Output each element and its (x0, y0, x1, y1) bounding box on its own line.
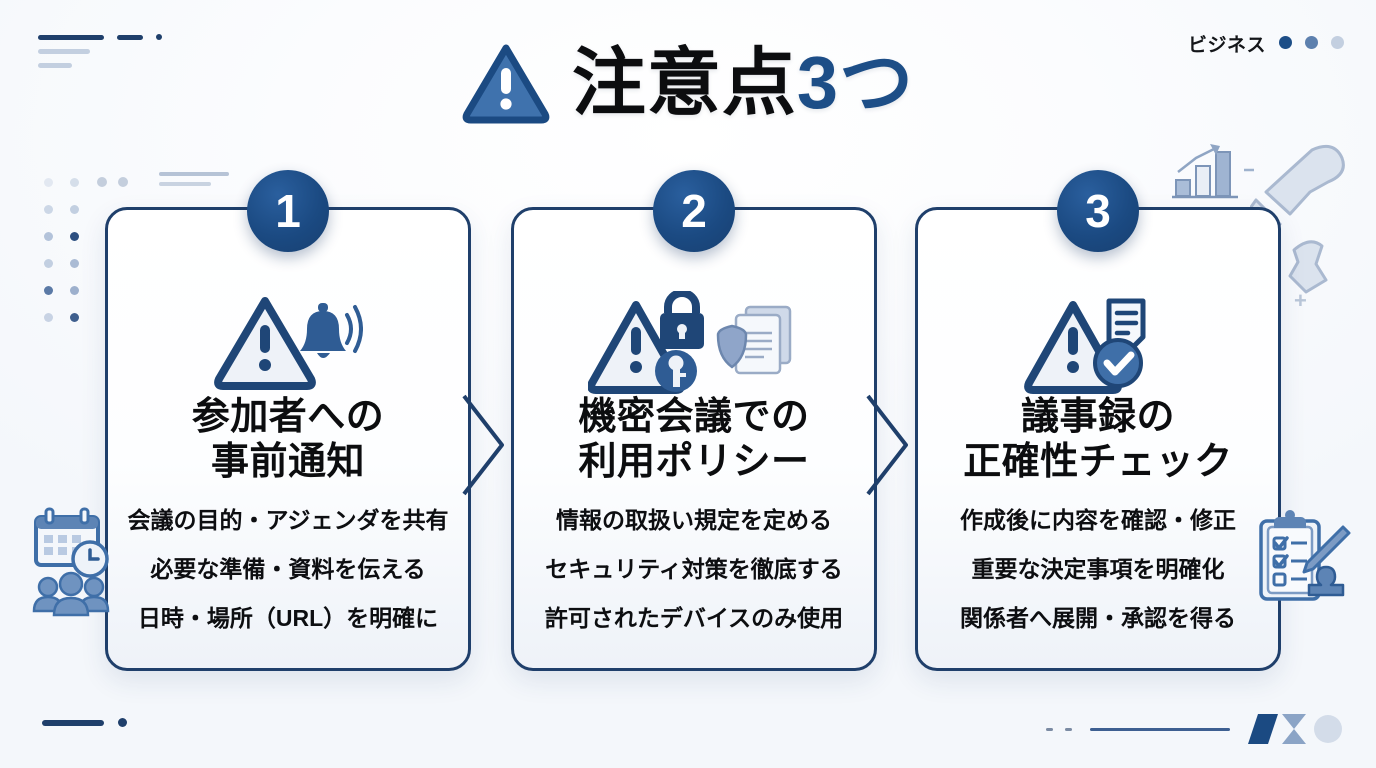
top-note-decoration (97, 172, 229, 192)
card-1-title-line1: 参加者への (191, 396, 385, 438)
card-1[interactable]: 1 参加者への 事前通知 会議の目的・アジェンダを (105, 170, 471, 671)
header-dots (1279, 36, 1344, 49)
bar-chart-growth-icon (1172, 144, 1254, 199)
card-2-icon (514, 288, 874, 398)
chevron-connector-1-2 (462, 394, 504, 496)
card-2-number-badge: 2 (653, 170, 735, 252)
title-count: 3つ (796, 41, 915, 124)
lock-icon (660, 291, 704, 349)
card-2-bullet-3: 許可されたデバイスのみ使用 (544, 605, 844, 631)
card-1-title-line2: 事前通知 (210, 440, 365, 483)
card-3-title-line1: 議事録の (1020, 396, 1175, 438)
clipboard-pen-stamp-icon (1259, 510, 1351, 601)
card-1-number-badge: 1 (247, 170, 329, 252)
page-title: 注意点3つ (572, 46, 914, 120)
key-icon (655, 350, 697, 392)
card-1-bullet-2: 必要な準備・資料を伝える (150, 556, 426, 582)
card-1-bullet-3: 日時・場所（URL）を明確に (137, 605, 439, 631)
bottom-left-decoration (42, 718, 127, 727)
card-1-bullets: 会議の目的・アジェンダを共有 必要な準備・資料を伝える 日時・場所（URL）を明… (108, 509, 468, 630)
documents-icon (734, 305, 792, 375)
header-dot-3 (1331, 36, 1344, 49)
card-2-title-line1: 機密会議での (578, 396, 810, 438)
card-3-bullets: 作成後に内容を確認・修正 重要な決定事項を明確化 関係者へ展開・承認を得る (918, 509, 1278, 630)
card-2-title: 機密会議での 利用ポリシー (514, 395, 874, 485)
card-2-bullets: 情報の取扱い規定を定める セキュリティ対策を徹底する 許可されたデバイスのみ使用 (514, 509, 874, 630)
card-1-bullet-1: 会議の目的・アジェンダを共有 (127, 507, 449, 533)
warning-document-check-icon (1024, 298, 1146, 394)
card-3-bullet-3: 関係者へ展開・承認を得る (960, 605, 1236, 631)
document-icon (1106, 298, 1146, 352)
card-3-title: 議事録の 正確性チェック (918, 395, 1278, 485)
plus-decoration: + (1294, 288, 1307, 313)
logo-mark (1248, 712, 1344, 746)
calendar-clock-people-icon (32, 507, 110, 617)
card-3-icon (918, 288, 1278, 398)
card-3[interactable]: 3 議事録の (915, 170, 1281, 671)
check-badge-icon (1093, 338, 1143, 388)
card-2-bullet-2: セキュリティ対策を徹底する (545, 556, 843, 582)
card-3-bullet-2: 重要な決定事項を明確化 (971, 556, 1225, 582)
left-dot-grid (44, 178, 96, 322)
header-category-label: ビジネス (1187, 35, 1266, 56)
chevron-connector-2-3 (866, 394, 908, 496)
card-3-number-badge: 3 (1057, 170, 1139, 252)
header-dot-2 (1305, 36, 1318, 49)
title-main: 注意点 (571, 41, 797, 124)
header-dot-1 (1279, 36, 1292, 49)
stamp-small-icon (1307, 565, 1345, 597)
warning-triangle-icon (462, 44, 550, 124)
shield-icon (716, 324, 748, 369)
card-2-title-line2: 利用ポリシー (578, 440, 810, 483)
card-3-bullet-1: 作成後に内容を確認・修正 (960, 507, 1236, 533)
card-2[interactable]: 2 (511, 170, 877, 671)
bottom-right-decoration (1046, 712, 1344, 746)
card-1-title: 参加者への 事前通知 (108, 395, 468, 485)
warning-bell-icon (214, 297, 363, 390)
warning-lock-key-icon (588, 291, 792, 394)
title-row: 注意点3つ (0, 42, 1376, 124)
card-1-icon (108, 288, 468, 398)
card-3-title-line2: 正確性チェック (963, 440, 1233, 483)
card-2-bullet-1: 情報の取扱い規定を定める (556, 507, 832, 533)
pen-icon (1302, 525, 1351, 574)
